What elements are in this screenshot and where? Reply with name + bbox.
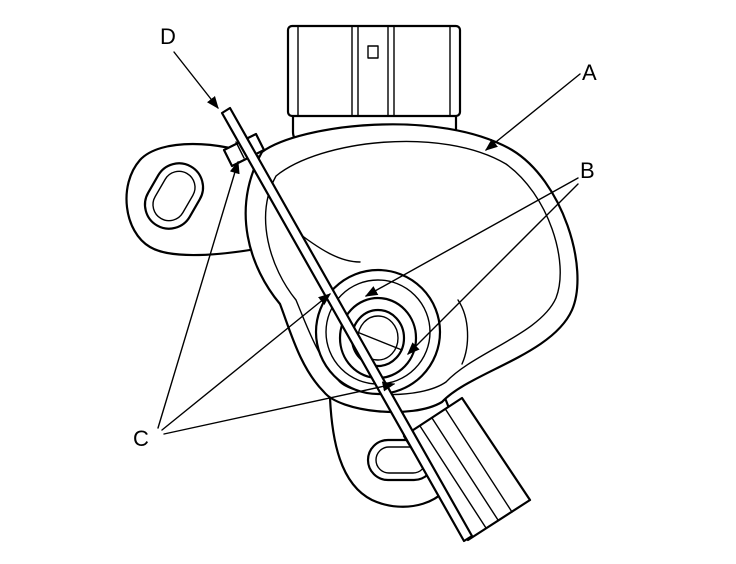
callout-d: D xyxy=(160,24,176,49)
shaft-hub xyxy=(314,268,442,396)
callout-c: C xyxy=(133,426,149,451)
leader-b-upper xyxy=(364,177,579,297)
callout-a: A xyxy=(582,60,597,85)
alignment-tool-rod xyxy=(220,106,474,543)
leader-c-mid xyxy=(161,293,331,431)
connector xyxy=(286,24,462,142)
leader-b-lower xyxy=(407,183,579,355)
leader-d xyxy=(173,51,219,109)
leader-lines xyxy=(157,51,581,435)
left-mounting-flange xyxy=(125,142,264,257)
leader-a xyxy=(485,73,581,151)
leader-c-top xyxy=(157,160,240,429)
callout-b: B xyxy=(580,158,595,183)
leader-c-low xyxy=(163,381,396,435)
